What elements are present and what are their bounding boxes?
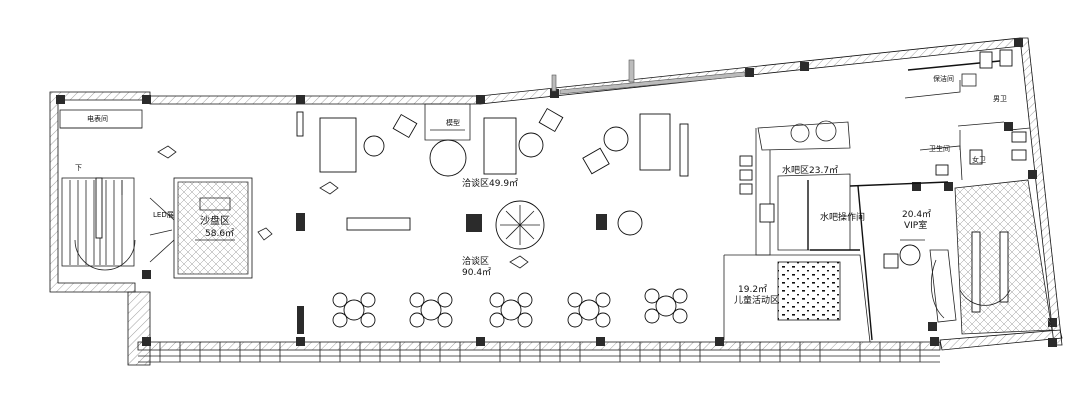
kids-zone (723, 254, 871, 343)
sand-table-zone (173, 177, 253, 279)
label-led-screen: LED展示 (153, 211, 181, 219)
label-water-bar: 水吧区23.7㎡ (782, 164, 838, 176)
left-stair-room (59, 109, 186, 271)
negotiation-furniture (296, 200, 643, 334)
label-kids-area-size: 19.2㎡ (738, 284, 767, 295)
label-negotiation: 洽谈区 (462, 255, 489, 267)
label-cleaning-room: 保洁间 (933, 74, 954, 83)
structural-columns (56, 38, 1057, 347)
right-stair-room (954, 179, 1053, 335)
label-vip-room: VIP室 (904, 219, 927, 231)
label-kids-area: 儿童活动区 (734, 294, 779, 306)
plant-icons (157, 145, 529, 269)
label-sand-table-area: 58.6㎡ (205, 228, 234, 239)
label-bar-operation: 水吧操作间 (820, 211, 865, 223)
label-stair-down: 下 (75, 164, 82, 172)
label-model-room: 模型 (446, 118, 460, 127)
water-bar-zone (739, 120, 860, 256)
label-vip-area: 20.4㎡ (902, 209, 931, 220)
model-room (424, 103, 471, 141)
label-electric-room: 电表间 (87, 114, 108, 123)
bottom-window-mullions (159, 342, 921, 362)
label-male-wc: 男卫 (993, 95, 1007, 103)
toilet-rooms (904, 49, 1031, 181)
deep-talk-furniture (296, 107, 689, 177)
round-tables (332, 288, 688, 328)
label-deep-talk: 洽谈区49.9㎡ (462, 177, 518, 189)
label-female-wc: 女卫 (972, 155, 986, 164)
label-negotiation-area: 90.4㎡ (462, 267, 491, 278)
top-windows (551, 59, 746, 95)
label-toilet: 卫生间 (929, 144, 950, 153)
vip-room (849, 181, 957, 341)
label-sand-table: 沙盘区 (200, 214, 230, 227)
